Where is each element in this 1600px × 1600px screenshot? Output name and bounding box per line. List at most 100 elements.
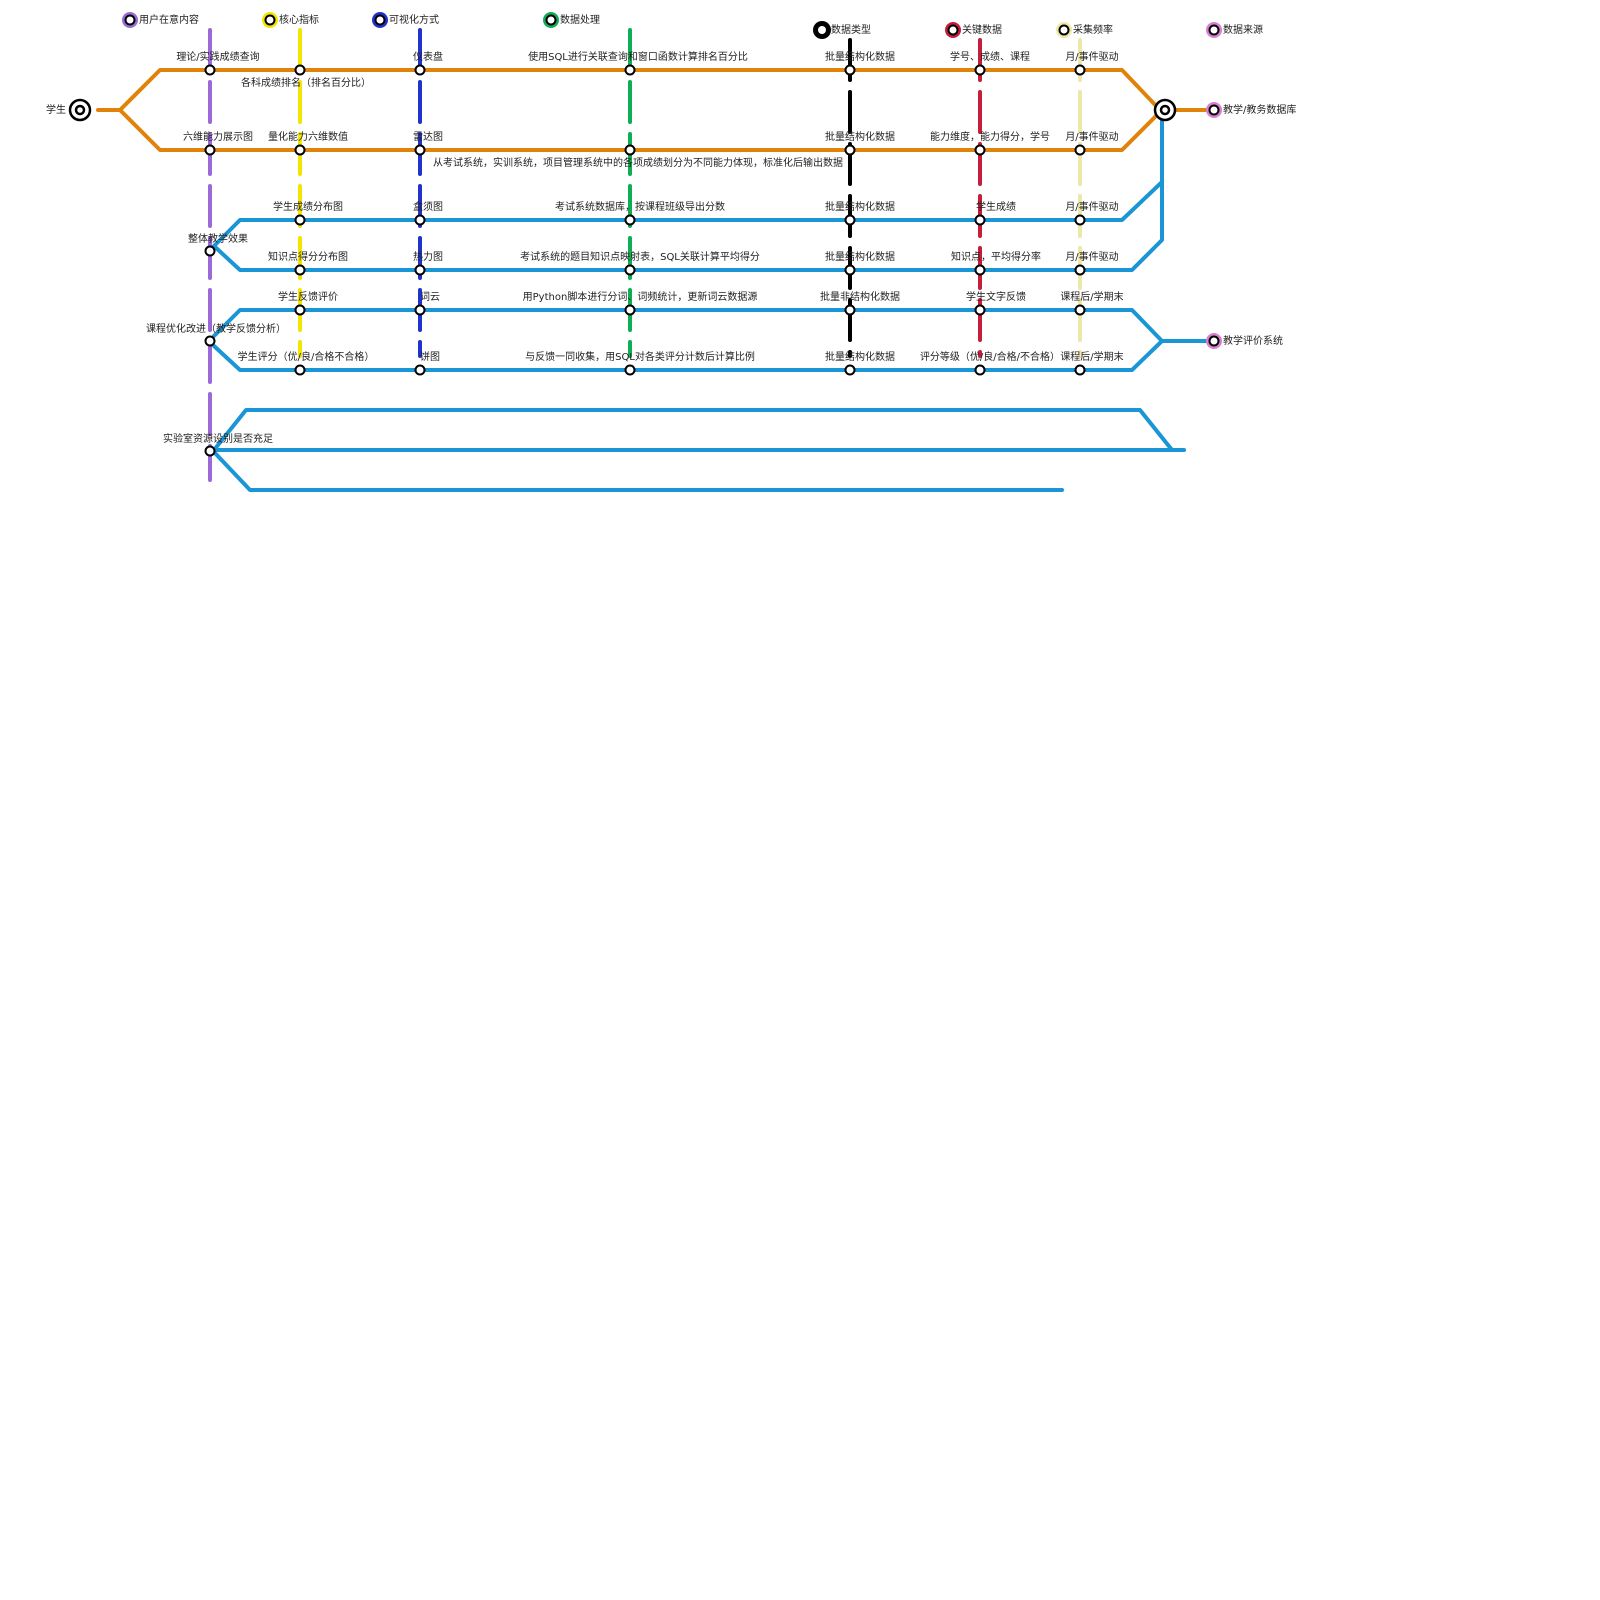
station-label: 学生反馈评价 [278,290,338,303]
station-r5-c2 [294,304,306,316]
station-r6-c5 [844,364,856,376]
station-label: 月/事件驱动 [1065,250,1118,263]
station-lab-resources[interactable]: 实验室资源设别是否充足 [163,432,273,457]
station-r1-c5 [844,64,856,76]
station-label: 批量结构化数据 [825,50,895,63]
station-r5-c4 [624,304,636,316]
legend-label-data-source: 数据来源 [1223,23,1263,36]
legend-marker-dot [374,14,386,26]
station-r5-c7 [1074,304,1086,316]
station-r1-c4 [624,64,636,76]
route-loop-lower [212,408,1174,452]
legend-marker-dot [818,26,826,34]
station-r4-c3 [414,264,426,276]
station-label: 从考试系统，实训系统，项目管理系统中的各项成绩划分为不同能力体现，标准化后输出数… [433,156,843,169]
station-label: 评分等级（优/良/合格/不合格） [920,350,1060,363]
station-label: 批量结构化数据 [825,250,895,263]
station-label: 考试系统数据库，按课程班级导出分数 [555,200,725,213]
legend-item-data-source: 数据来源 [1206,22,1263,38]
terminal-eval-system-label: 教学评价系统 [1223,334,1283,347]
station-r3-c6 [974,214,986,226]
legend-item-visualization: 可视化方式 [372,12,439,28]
legend-label-processing: 数据处理 [560,13,600,26]
terminal-academic-db-label: 教学/教务数据库 [1223,103,1296,116]
branch-nodes: 整体教学效果 课程优化改进（教学反馈分析） 实验室资源设别是否充足 [146,232,286,457]
terminal-student[interactable]: 学生 [46,98,92,122]
stations [204,64,1086,376]
station-r1-c7 [1074,64,1086,76]
legend-label-key-data: 关键数据 [962,23,1002,36]
terminal-hub[interactable] [1153,98,1177,122]
station-teaching-effect[interactable]: 整体教学效果 [188,232,248,257]
station-r5-c6 [974,304,986,316]
station-label: 学生成绩 [976,200,1016,213]
station-r3-c7 [1074,214,1086,226]
station-r2-c6 [974,144,986,156]
legend-marker-dot [264,14,276,26]
legend-label-frequency: 采集频率 [1073,23,1113,36]
station-r4-c2 [294,264,306,276]
station-r1-c1 [204,64,216,76]
station-label: 学生成绩分布图 [273,200,343,213]
terminal-student-dot [74,104,86,116]
station-label: 雷达图 [413,131,443,143]
station-r3-c2 [294,214,306,226]
station-course-improvement-label: 课程优化改进（教学反馈分析） [146,322,286,335]
station-marker [204,335,216,347]
legend-marker-dot [545,14,557,26]
station-label: 批量结构化数据 [825,350,895,363]
station-label: 批量非结构化数据 [820,290,900,303]
route-row-2 [118,108,1162,152]
terminal-eval-system-dot [1208,335,1220,347]
station-label: 考试系统的题目知识点映射表，SQL关联计算平均得分 [520,250,760,263]
station-lab-resources-label: 实验室资源设别是否充足 [163,432,273,445]
station-marker [204,445,216,457]
legend-item-frequency: 采集频率 [1056,22,1113,38]
station-label: 知识点，平均得分率 [951,250,1041,263]
route-lines [96,68,1212,492]
station-r6-c2 [294,364,306,376]
station-label: 理论/实践成绩查询 [176,50,259,63]
station-r4-c6 [974,264,986,276]
station-label: 盒须图 [413,200,443,213]
route-row-1 [96,68,1212,112]
station-r6-c7 [1074,364,1086,376]
station-r6-c4 [624,364,636,376]
station-label: 用Python脚本进行分词、词频统计，更新词云数据源 [523,290,758,303]
station-r3-c5 [844,214,856,226]
route-row-4 [212,180,1164,272]
row-3-labels: 学生成绩分布图 盒须图 考试系统数据库，按课程班级导出分数 批量结构化数据 学生… [273,200,1119,213]
terminal-academic-db[interactable]: 教学/教务数据库 [1206,102,1296,118]
station-label: 仪表盘 [413,50,443,63]
station-r1-c3 [414,64,426,76]
station-r2-c7 [1074,144,1086,156]
legend-marker-dot [947,24,959,36]
station-label: 批量结构化数据 [825,200,895,213]
station-r5-c5 [844,304,856,316]
station-label: 学生评分（优/良/合格不合格） [238,350,375,363]
station-label: 各科成绩排名（排名百分比） [241,76,371,89]
legend-item-key-data: 关键数据 [945,22,1002,38]
station-label: 能力维度，能力得分，学号 [930,130,1050,143]
station-r4-c7 [1074,264,1086,276]
terminal-eval-system[interactable]: 教学评价系统 [1206,333,1283,349]
station-label: 词云 [420,291,440,303]
station-r3-c4 [624,214,636,226]
station-label: 课程后/学期末 [1060,350,1123,363]
station-r6-c6 [974,364,986,376]
station-teaching-effect-label: 整体教学效果 [188,232,248,245]
terminals: 学生 教学/教务数据库 教学评价系统 [46,98,1296,349]
station-label: 饼图 [420,350,440,363]
station-r2-c3 [414,144,426,156]
row-2-labels: 六维能力展示图 量化能力六维数值 雷达图 从考试系统，实训系统，项目管理系统中的… [183,130,1119,169]
station-label: 月/事件驱动 [1065,130,1118,143]
legend-label-user-content: 用户在意内容 [139,13,199,26]
station-r1-c2 [294,64,306,76]
legend: 用户在意内容 核心指标 可视化方式 数据处理 数据类型 关键数据 [122,12,1263,39]
station-course-improvement[interactable]: 课程优化改进（教学反馈分析） [146,322,286,347]
legend-label-data-type: 数据类型 [831,23,871,36]
station-r3-c3 [414,214,426,226]
station-r2-c4 [624,144,636,156]
legend-marker-dot [1058,24,1070,36]
